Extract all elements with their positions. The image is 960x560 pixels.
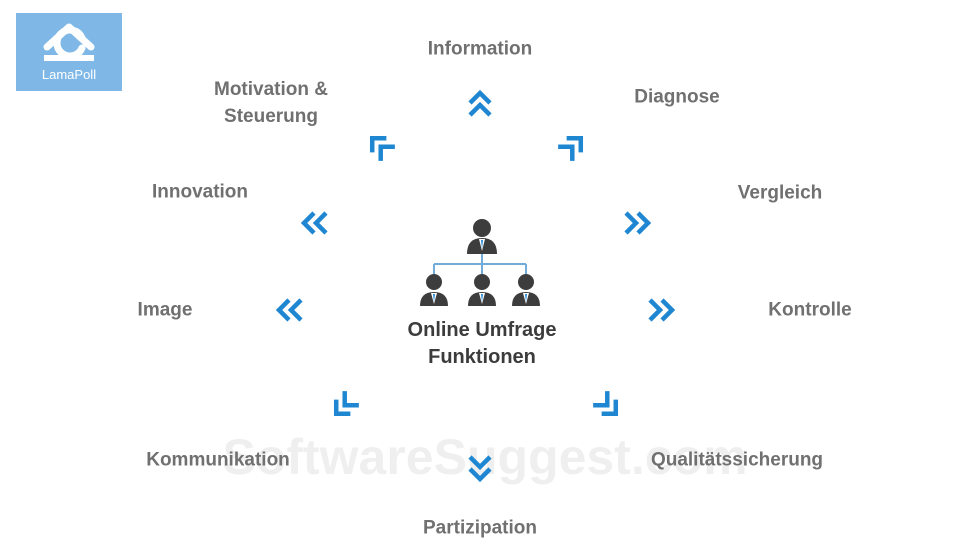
- double-chevron-icon-kommunikation: [333, 391, 359, 417]
- function-label-kommunikation: Kommunikation: [146, 447, 290, 474]
- double-chevron-icon-innovation: [300, 211, 328, 235]
- lamapoll-logo-icon: [43, 23, 95, 61]
- function-label-line: Motivation &: [214, 79, 328, 100]
- double-chevron-icon-kontrolle: [648, 298, 676, 322]
- person-icon: [467, 219, 497, 254]
- person-icon: [512, 274, 540, 306]
- double-chevron-icon-vergleich: [624, 211, 652, 235]
- function-label-qualitaetssicherung: Qualitätssicherung: [651, 447, 823, 474]
- function-label-line: Innovation: [151, 181, 249, 203]
- double-chevron-icon-partizipation: [468, 455, 492, 483]
- double-chevron-icon-motivation-steuerung: [369, 135, 395, 161]
- function-label-kontrolle: Kontrolle: [768, 297, 851, 324]
- function-label-diagnose: Diagnose: [634, 84, 720, 111]
- function-label-line: Steuerung: [224, 106, 318, 127]
- person-icon: [420, 274, 448, 306]
- function-label-line: Vergleich: [737, 182, 823, 204]
- center-title-line-2: Funktionen: [428, 346, 536, 368]
- double-chevron-icon-information: [468, 89, 492, 117]
- function-label-innovation: Innovation: [152, 179, 248, 206]
- double-chevron-icon-qualitaetssicherung: [593, 391, 619, 417]
- function-label-partizipation: Partizipation: [423, 515, 537, 542]
- logo-text: LamaPoll: [41, 67, 97, 82]
- function-label-image: Image: [138, 297, 193, 324]
- function-label-line: Qualitätssicherung: [650, 449, 824, 471]
- person-icon: [468, 274, 496, 306]
- org-chart-icon: [420, 219, 540, 306]
- center-title: Online Umfrage Funktionen: [408, 317, 557, 371]
- function-label-line: Kommunikation: [146, 449, 290, 471]
- function-label-line: Diagnose: [634, 86, 720, 108]
- center-title-line-1: Online Umfrage: [407, 319, 557, 341]
- double-chevron-icon-image: [275, 298, 303, 322]
- double-chevron-icon-diagnose: [558, 135, 584, 161]
- function-label-line: Image: [137, 299, 193, 321]
- function-label-line: Kontrolle: [768, 299, 852, 321]
- function-label-motivation-steuerung: Motivation & Steuerung: [214, 76, 328, 130]
- function-label-line: Partizipation: [422, 517, 538, 539]
- lamapoll-logo: LamaPoll: [16, 13, 122, 91]
- function-label-vergleich: Vergleich: [738, 180, 823, 207]
- function-label-line: Information: [427, 38, 533, 60]
- function-label-information: Information: [428, 36, 533, 63]
